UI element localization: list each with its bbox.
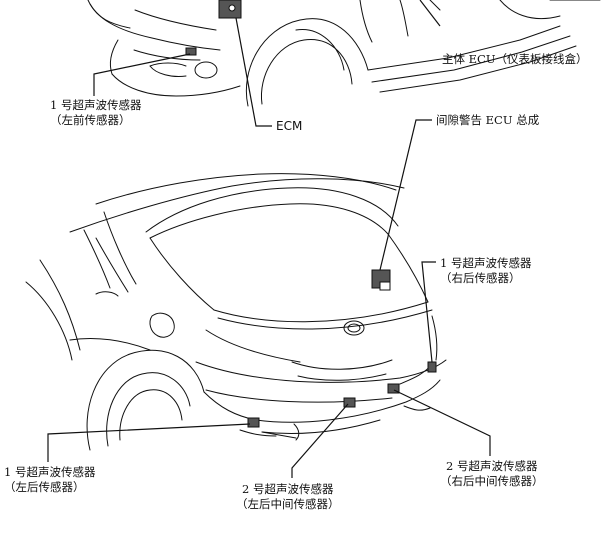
- label-no1-rear-right-sensor: 1 号超声波传感器 （右后传感器）: [440, 256, 531, 286]
- leader-lines: [47, 0, 491, 478]
- leader-front-left-sensor: [93, 53, 191, 96]
- rear-right-center-sensor: [387, 383, 400, 394]
- label-no2-rear-left-center-sensor: 2 号超声波传感器 （左后中间传感器）: [236, 482, 340, 512]
- rear-vehicle-outline: [25, 173, 447, 451]
- leader-rear-left-sensor: [47, 423, 251, 462]
- label-ecm: ECM: [276, 119, 302, 134]
- label-line-2: （右后中间传感器）: [440, 474, 544, 488]
- label-ecm-text: ECM: [276, 119, 303, 133]
- rear-left-center-sensor: [343, 397, 356, 408]
- label-line-2: （左后传感器）: [4, 480, 85, 494]
- leader-rear-right-center-sensor: [393, 389, 491, 456]
- label-line-1: 1 号超声波传感器: [50, 98, 142, 112]
- label-line-2: （左后中间传感器）: [236, 497, 340, 511]
- rear-right-sensor: [427, 361, 437, 373]
- label-no1-rear-left-sensor: 1 号超声波传感器 （左后传感器）: [4, 465, 95, 495]
- front-left-sensor: [185, 47, 197, 56]
- label-line-2: （右后传感器）: [440, 271, 521, 285]
- label-line-1: 2 号超声波传感器: [242, 482, 334, 496]
- front-vehicle-outline: [87, 0, 601, 107]
- leader-rear-right-sensor: [421, 261, 436, 363]
- label-clearance-warning-ecu-text: 间隙警告 ECU 总成: [436, 113, 540, 127]
- rear-left-sensor: [247, 417, 260, 428]
- leader-ecm: [235, 17, 272, 127]
- label-clearance-warning-ecu: 间隙警告 ECU 总成: [436, 113, 539, 128]
- label-no2-rear-right-center-sensor: 2 号超声波传感器 （右后中间传感器）: [440, 459, 544, 489]
- leader-clearance-warning-ecu: [379, 119, 432, 271]
- label-line-1: 2 号超声波传感器: [446, 459, 538, 473]
- label-line-1: 1 号超声波传感器: [440, 256, 532, 270]
- label-main-ecu: 主体 ECU（仪表板接线盒）: [442, 52, 588, 67]
- label-line-2: （左前传感器）: [50, 113, 131, 127]
- label-main-ecu-text: 主体 ECU（仪表板接线盒）: [442, 52, 588, 66]
- leader-main-ecu: [419, 0, 441, 27]
- label-no1-front-left-sensor: 1 号超声波传感器 （左前传感器）: [50, 98, 141, 128]
- leader-rear-left-center-sensor: [291, 403, 349, 478]
- label-line-1: 1 号超声波传感器: [4, 465, 96, 479]
